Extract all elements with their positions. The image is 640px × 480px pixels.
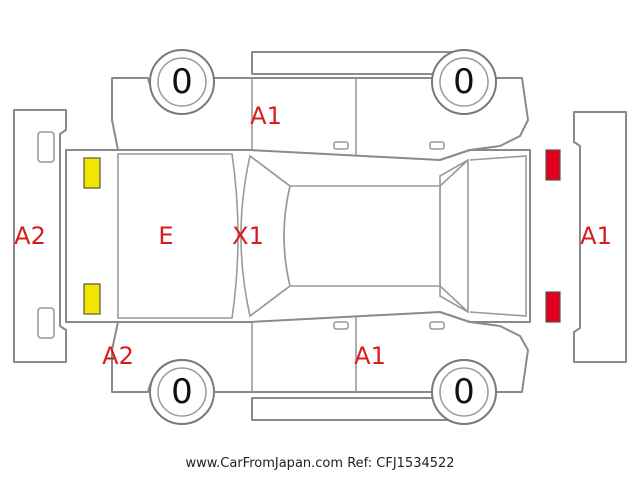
tire-front-left: 0: [149, 49, 215, 115]
headlight-right: [83, 283, 101, 315]
damage-mark-rear-bumper: A1: [580, 222, 612, 250]
damage-mark-rear-left-door: A1: [250, 102, 282, 130]
footer: www.CarFromJapan.com Ref: CFJ1534522: [0, 456, 640, 471]
roof: [283, 185, 441, 287]
tire-rear-right: 0: [431, 359, 497, 425]
damage-mark-front-right-door: A1: [354, 342, 386, 370]
taillight-left: [545, 149, 561, 181]
damage-mark-front-left-corner: A2: [102, 342, 134, 370]
damage-mark-windshield: X1: [232, 222, 264, 250]
damage-mark-front-bumper: A2: [14, 222, 46, 250]
damage-mark-hood: E: [158, 222, 173, 250]
car-body-top-view: [65, 149, 531, 323]
footer-ref: Ref: CFJ1534522: [347, 456, 455, 471]
tire-rear-left: 0: [431, 49, 497, 115]
footer-site: www.CarFromJapan.com: [185, 456, 344, 471]
top-roof-strip: [251, 51, 453, 75]
taillight-right: [545, 291, 561, 323]
headlight-left: [83, 157, 101, 189]
front-bumper: [13, 109, 67, 363]
tire-tread-front-left: 0: [171, 62, 193, 102]
tire-tread-rear-right: 0: [453, 372, 475, 412]
tire-front-right: 0: [149, 359, 215, 425]
tire-tread-front-right: 0: [171, 372, 193, 412]
tire-tread-rear-left: 0: [453, 62, 475, 102]
rear-bumper: [573, 111, 627, 363]
bottom-roof-strip: [251, 397, 453, 421]
